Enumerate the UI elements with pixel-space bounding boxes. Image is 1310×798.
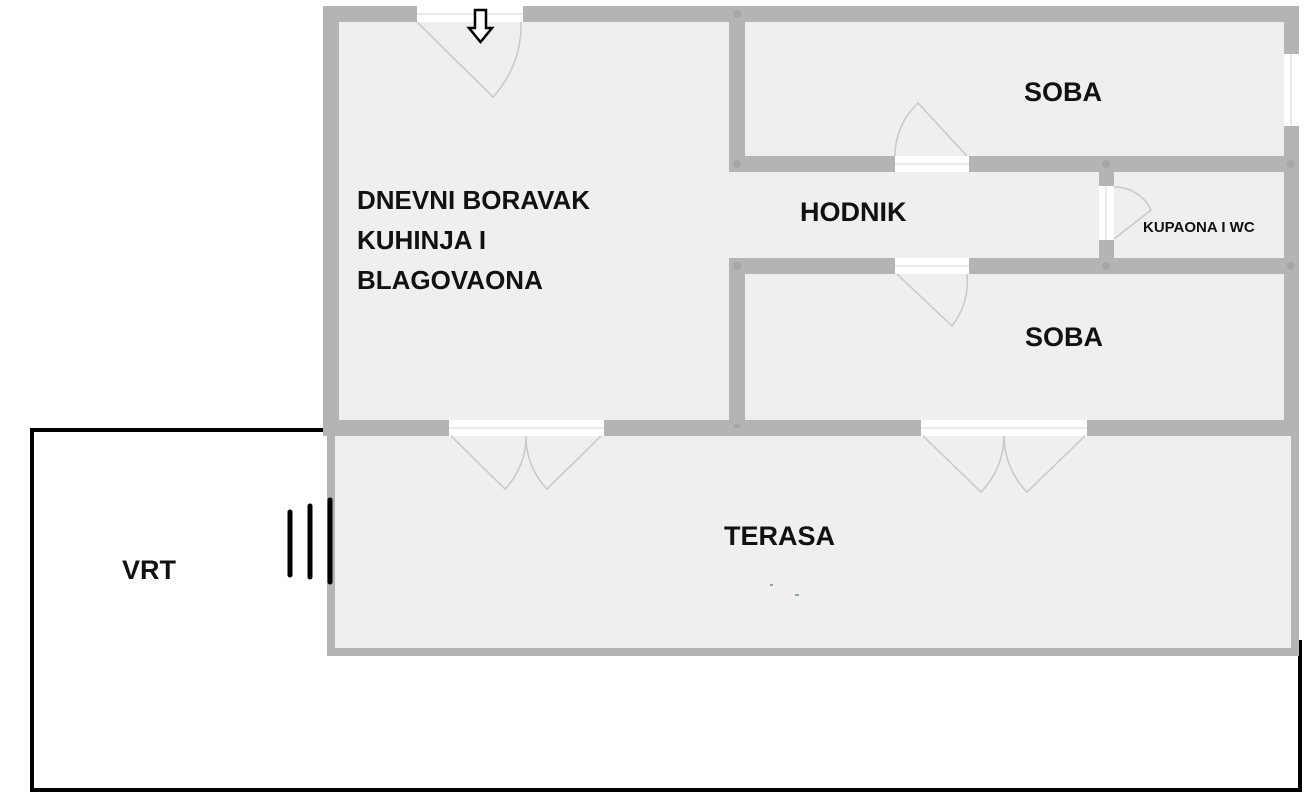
garden-label: VRT (122, 555, 176, 585)
living-room-floor (339, 22, 729, 420)
terrace-label: TERASA (724, 521, 836, 551)
down-arrow-icon (466, 8, 495, 44)
hallway-floor (729, 172, 1099, 258)
living-room-label-line-1: DNEVNI BORAVAK (357, 185, 591, 215)
bedroom-top-door-swing (894, 101, 968, 157)
terrace-door-right-swing (922, 435, 1086, 494)
terrace-floor (335, 436, 1291, 648)
garden-outline (30, 428, 1302, 792)
bedroom-bottom-floor (745, 274, 1284, 420)
hallway-label: HODNIK (800, 197, 907, 227)
bathroom-door-swing (1113, 186, 1152, 240)
bathroom-label: KUPAONA I WC (1143, 219, 1255, 236)
bedroom-bottom-label: SOBA (1025, 322, 1104, 352)
bedroom-bottom-door-swing (896, 273, 969, 328)
entrance-door-swing (416, 21, 522, 99)
bathroom-floor (1114, 172, 1284, 258)
bedroom-top-floor (745, 22, 1284, 156)
bedroom-top-label: SOBA (1024, 77, 1103, 107)
living-room-label-line-2: KUHINJA I (357, 225, 487, 255)
living-room-label-line-3: BLAGOVAONA (357, 265, 543, 295)
terrace-specks (770, 584, 799, 596)
steps-icon (287, 497, 333, 585)
terrace-door-left-swing (450, 435, 602, 491)
living-room-label: DNEVNI BORAVAK KUHINJA I BLAGOVAONA (357, 180, 590, 300)
